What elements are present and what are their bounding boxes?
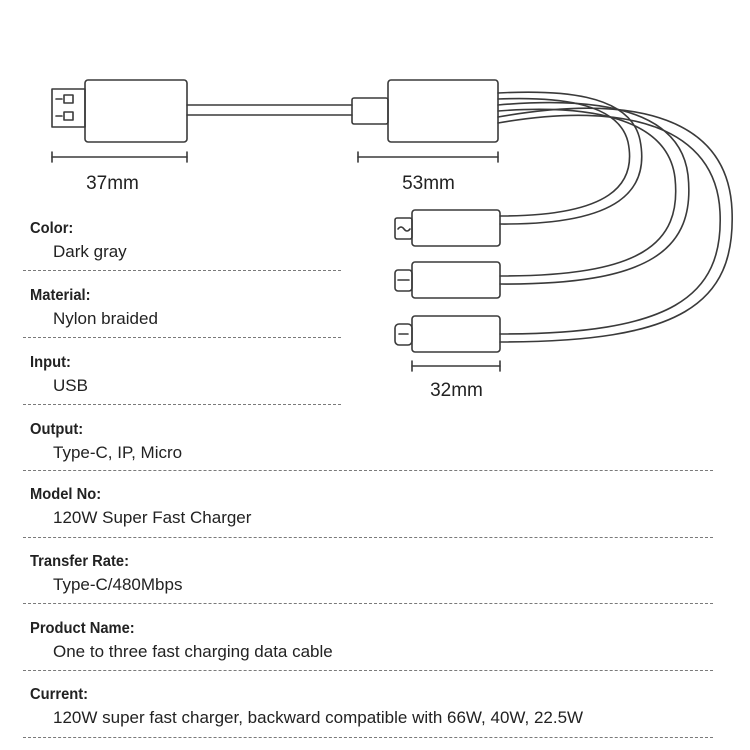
separator (23, 270, 341, 271)
separator (23, 537, 713, 538)
type-c-cable (497, 107, 733, 343)
ip-cable (497, 101, 690, 285)
spec-value: USB (53, 376, 88, 395)
hub-length-label: 53mm (402, 173, 455, 194)
spec-label: Model No: (30, 486, 102, 503)
spec-value: Type-C, IP, Micro (53, 443, 183, 462)
lightning-connector (394, 261, 501, 299)
spec-value: Nylon braided (53, 309, 158, 328)
spec-value: One to three fast charging data cable (53, 642, 333, 661)
micro-cable (497, 91, 643, 225)
type-c-connector (394, 315, 501, 353)
spec-color: Color: Dark gray (30, 220, 127, 262)
spec-label: Current: (30, 686, 89, 703)
tip-length-label: 32mm (430, 380, 483, 401)
spec-value: Dark gray (53, 242, 127, 261)
hub-housing (387, 79, 499, 143)
spec-label: Material: (30, 287, 91, 304)
spec-value: 120W Super Fast Charger (53, 508, 252, 527)
spec-current: Current: 120W super fast charger, backwa… (30, 686, 583, 728)
spec-value: 120W super fast charger, backward compat… (53, 708, 584, 727)
spec-value: Type-C/480Mbps (53, 575, 183, 594)
usb-length-label: 37mm (86, 173, 139, 194)
separator (23, 603, 713, 604)
spec-model-no: Model No: 120W Super Fast Charger (30, 486, 251, 528)
spec-input: Input: USB (30, 354, 88, 396)
spec-output: Output: Type-C, IP, Micro (30, 421, 182, 463)
separator (23, 670, 713, 671)
usb-dimension-marker (51, 151, 188, 163)
hub-dimension-marker (357, 151, 499, 163)
spec-product-name: Product Name: One to three fast charging… (30, 620, 333, 662)
usb-housing (84, 79, 188, 143)
separator (23, 404, 341, 405)
usb-a-plug-icon (51, 88, 86, 128)
spec-label: Transfer Rate: (30, 553, 129, 570)
tip-dimension-marker (411, 360, 501, 372)
spec-transfer-rate: Transfer Rate: Type-C/480Mbps (30, 553, 182, 595)
spec-label: Output: (30, 421, 84, 438)
spec-label: Input: (30, 354, 71, 371)
strain-relief (351, 97, 389, 125)
separator (23, 470, 713, 471)
separator (23, 737, 713, 738)
micro-usb-connector (394, 209, 501, 247)
spec-material: Material: Nylon braided (30, 287, 158, 329)
separator (23, 337, 341, 338)
spec-label: Color: (30, 220, 74, 237)
spec-label: Product Name: (30, 620, 135, 637)
